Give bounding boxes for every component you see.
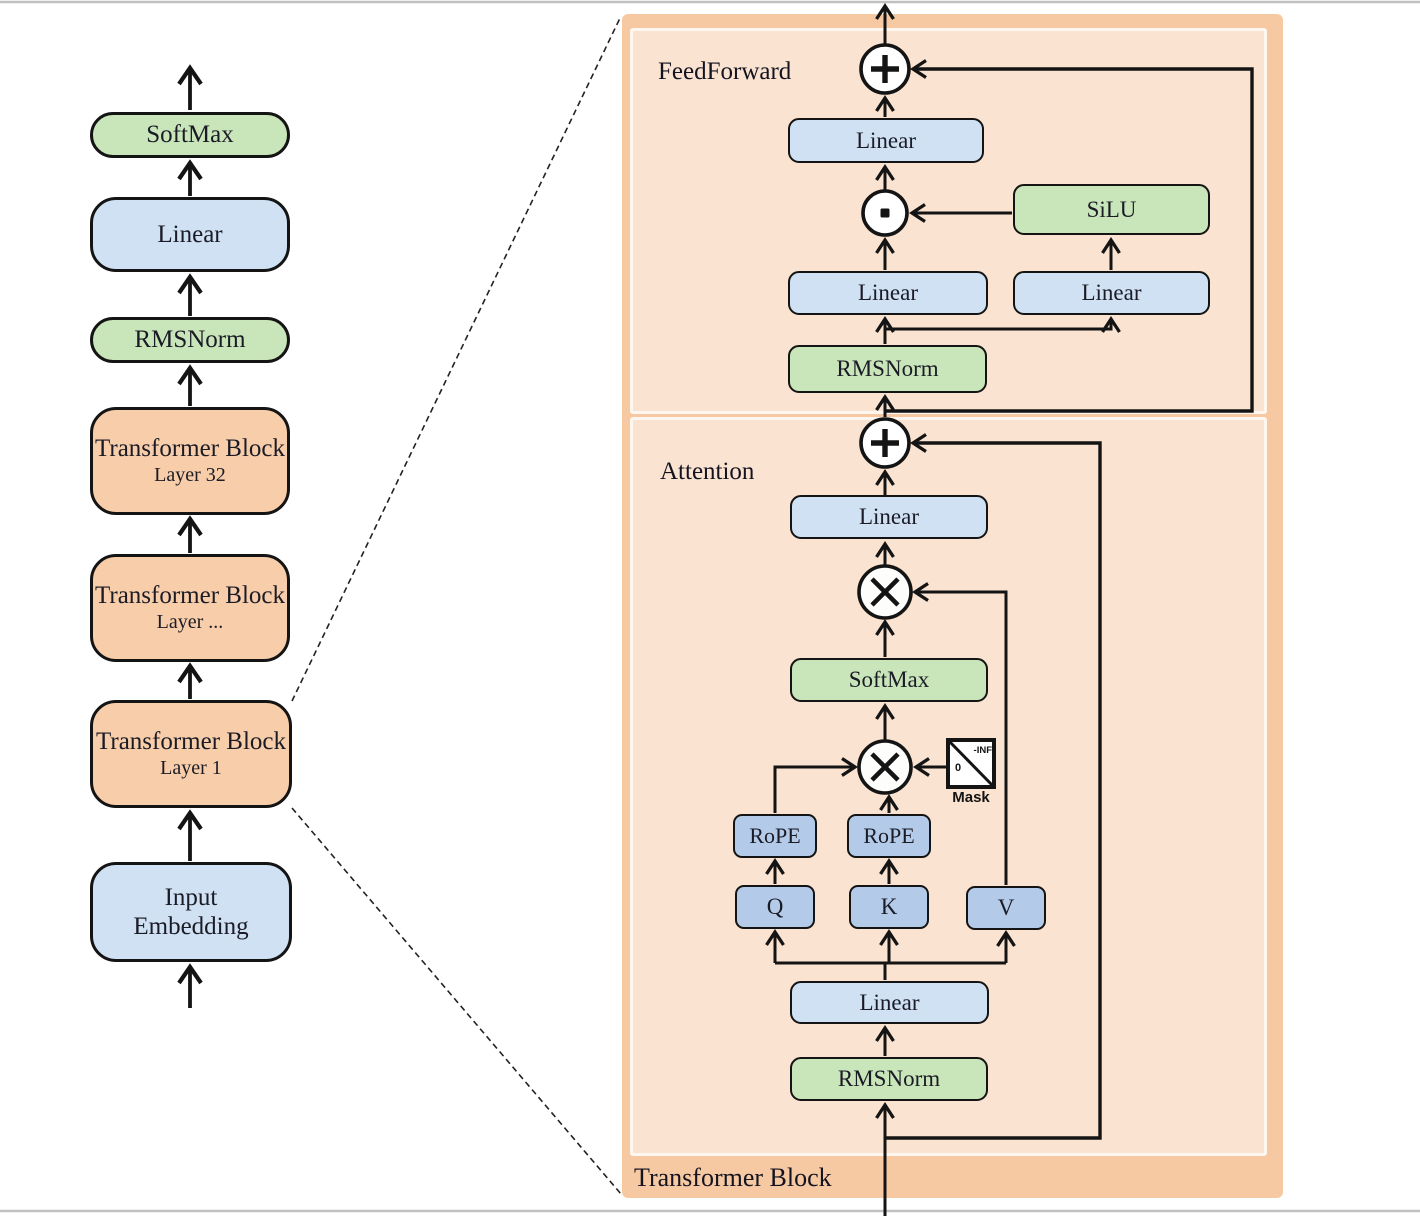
node-v: V	[966, 886, 1046, 930]
dashed-connectors	[291, 15, 622, 1195]
block-rmsnorm: RMSNorm	[90, 317, 290, 363]
node-label: RMSNorm	[837, 1066, 941, 1092]
node-ff-linear-gate: Linear	[788, 271, 988, 315]
block-label: RMSNorm	[134, 326, 246, 354]
block-transformer-layer1: Transformer Block Layer 1	[90, 700, 292, 808]
block-softmax: SoftMax	[90, 112, 290, 158]
block-sublabel: Layer ...	[156, 611, 224, 634]
node-label: V	[997, 895, 1015, 921]
node-label: Linear	[859, 989, 920, 1015]
dashed-connector-bottom	[291, 807, 622, 1195]
block-label: Linear	[157, 220, 223, 248]
block-label: Input Embedding	[133, 883, 249, 941]
mask-label: Mask	[952, 789, 990, 806]
node-label: SiLU	[1086, 196, 1137, 222]
block-transformer-layer32: Transformer Block Layer 32	[90, 407, 290, 515]
attention-title: Attention	[660, 458, 755, 485]
node-ff-linear-out: Linear	[788, 118, 984, 163]
node-rope-q: RoPE	[733, 814, 817, 858]
mask-zero-label: 0	[954, 762, 962, 774]
node-attn-softmax: SoftMax	[790, 658, 988, 702]
node-k: K	[849, 885, 929, 929]
node-silu: SiLU	[1013, 184, 1210, 235]
block-input-embedding: Input Embedding	[90, 862, 292, 962]
node-label: RMSNorm	[836, 356, 939, 382]
block-label: SoftMax	[146, 121, 234, 149]
node-q: Q	[735, 885, 815, 929]
block-sublabel: Layer 1	[160, 757, 222, 780]
feedforward-title: FeedForward	[658, 58, 792, 85]
node-ff-linear-up: Linear	[1013, 271, 1210, 315]
transformer-block-title: Transformer Block	[634, 1163, 832, 1192]
block-transformer-layerdots: Transformer Block Layer ...	[90, 554, 290, 662]
node-label: Q	[766, 894, 784, 920]
block-sublabel: Layer 32	[154, 464, 226, 487]
block-label: Transformer Block	[94, 581, 286, 609]
block-label: Transformer Block	[95, 727, 287, 755]
node-ff-rmsnorm: RMSNorm	[788, 345, 987, 393]
node-label: SoftMax	[848, 667, 930, 693]
mask-neg-inf-label: -INF	[973, 745, 992, 756]
block-label: Transformer Block	[94, 434, 286, 462]
node-label: Linear	[855, 127, 916, 153]
node-label: RoPE	[749, 823, 801, 849]
node-attn-linear-out: Linear	[790, 495, 988, 539]
node-rope-k: RoPE	[847, 814, 931, 858]
node-label: Linear	[857, 280, 918, 306]
dashed-connector-top	[291, 15, 622, 702]
node-label: Linear	[858, 504, 919, 530]
node-attn-linear-in: Linear	[790, 981, 989, 1024]
node-attn-rmsnorm: RMSNorm	[790, 1057, 988, 1101]
node-label: Linear	[1081, 280, 1142, 306]
block-linear: Linear	[90, 197, 290, 272]
node-label: RoPE	[863, 823, 915, 849]
node-label: K	[880, 894, 898, 920]
